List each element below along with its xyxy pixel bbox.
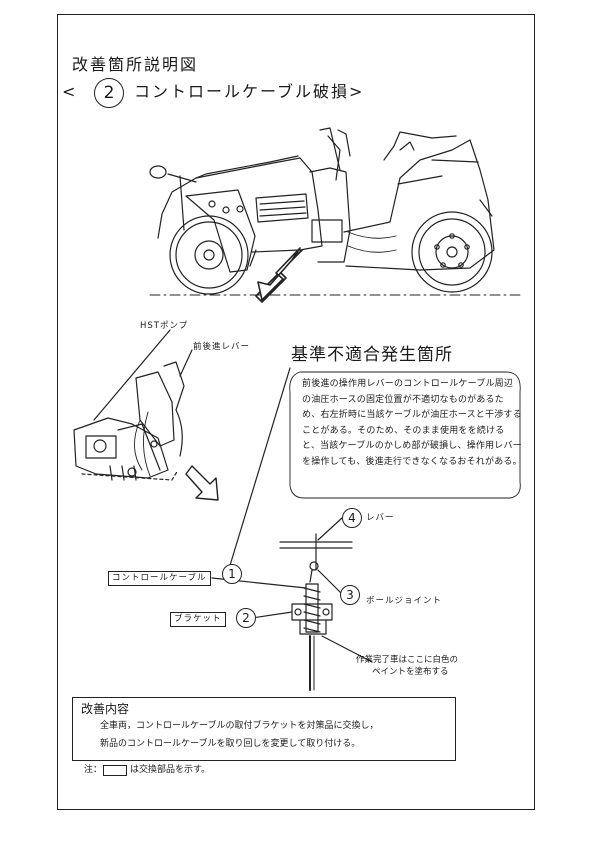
diagram-title: 改善箇所説明図 [72, 55, 199, 74]
defect-description: 前後進の操作用レバーのコントロールケーブル周辺の油圧ホースの固定位置が不適切なも… [302, 379, 522, 467]
diagram-subtitle: コントロールケーブル破損> [134, 82, 365, 101]
fwd-rev-lever-label: 前後進レバー [193, 342, 251, 352]
improvement-title: 改善内容 [81, 702, 130, 716]
bracket-label: ブラケット [170, 612, 226, 627]
road-roller-illustration [149, 127, 495, 295]
hst-pump-label: HSTポンプ [140, 321, 189, 331]
lever-label: レバー [366, 513, 395, 523]
arrow-icon [185, 465, 219, 501]
paint-note-line1: 作業完了車はここに白色の [356, 655, 459, 665]
improvement-panel [72, 697, 456, 761]
noncompliance-location-heading: 基準不適合発生箇所 [291, 345, 453, 365]
replacement-part-legend-box [103, 765, 127, 776]
improvement-line2: 新品のコントロールケーブルを取り回しを変更して取り付ける。 [100, 739, 361, 749]
control-cable-label: コントロールケーブル [108, 571, 211, 586]
ball-joint-label: ボールジョイント [366, 596, 443, 606]
cable-detail-illustration [211, 517, 373, 691]
paint-note-line2: ペイントを塗布する [372, 667, 449, 677]
page-frame [57, 14, 535, 810]
title-number-circle: 2 [94, 78, 124, 108]
hst-pump-assembly-illustration [73, 361, 185, 481]
footnote-prefix: 注： [84, 765, 103, 775]
title-bracket: < [62, 82, 76, 101]
improvement-line1: 全車両，コントロールケーブルの取付ブラケットを対策品に交換し， [100, 721, 379, 731]
part-number-circle: 1 [222, 564, 242, 584]
footnote-text: は交換部品を示す。 [130, 765, 211, 775]
part-number-circle: 2 [236, 608, 256, 628]
part-number-circle: 3 [340, 585, 360, 605]
part-number-circle: 4 [342, 508, 362, 528]
